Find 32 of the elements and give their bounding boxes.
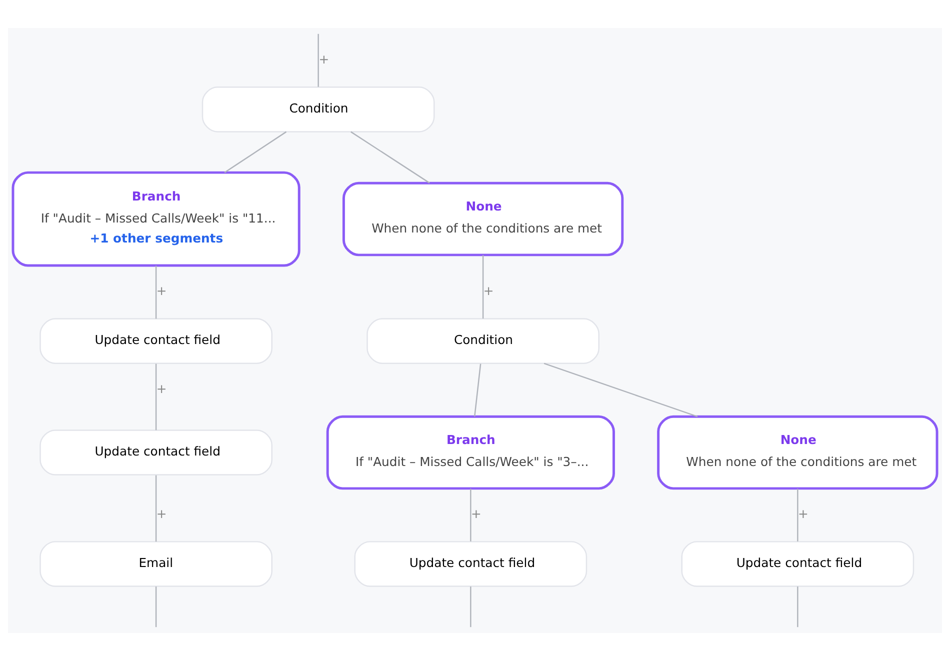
- edge-label: +: [318, 52, 330, 66]
- connector: [350, 130, 430, 183]
- edge-label: +: [156, 284, 167, 298]
- node-box: Email: [40, 540, 272, 586]
- connector: [544, 362, 698, 417]
- edge-label: +: [156, 382, 167, 396]
- node-box: Condition: [202, 86, 435, 132]
- edge-label: +: [471, 506, 482, 521]
- connector: [155, 474, 157, 542]
- node-box: Update contact field: [40, 318, 272, 364]
- connector: [470, 488, 472, 541]
- connector: [797, 488, 798, 541]
- edge-label: +: [483, 284, 494, 298]
- connector: [155, 586, 157, 627]
- node-box: Update contact field: [354, 540, 588, 586]
- edge-label: +: [798, 506, 808, 521]
- node-box: Condition: [366, 318, 600, 364]
- connector: [318, 33, 319, 86]
- connector: [155, 363, 157, 430]
- node-box: Update contact field: [40, 429, 272, 475]
- connector: [155, 265, 157, 318]
- node-box: Update contact field: [681, 540, 914, 586]
- node-box: Branch If "Audit – Missed Calls/Week" is "11... +1 other segments: [12, 170, 300, 266]
- connector: [224, 130, 287, 173]
- node-box: Branch If "Audit – Missed Calls/Week" is "3–...: [326, 414, 615, 490]
- edge-label: +: [156, 506, 167, 521]
- node-box: None When none of the conditions are met: [657, 414, 938, 490]
- node-box: None When none of the conditions are met: [342, 181, 624, 256]
- connector: [474, 363, 482, 416]
- connector: [797, 586, 798, 627]
- connector: [482, 254, 484, 318]
- connector: [470, 586, 472, 627]
